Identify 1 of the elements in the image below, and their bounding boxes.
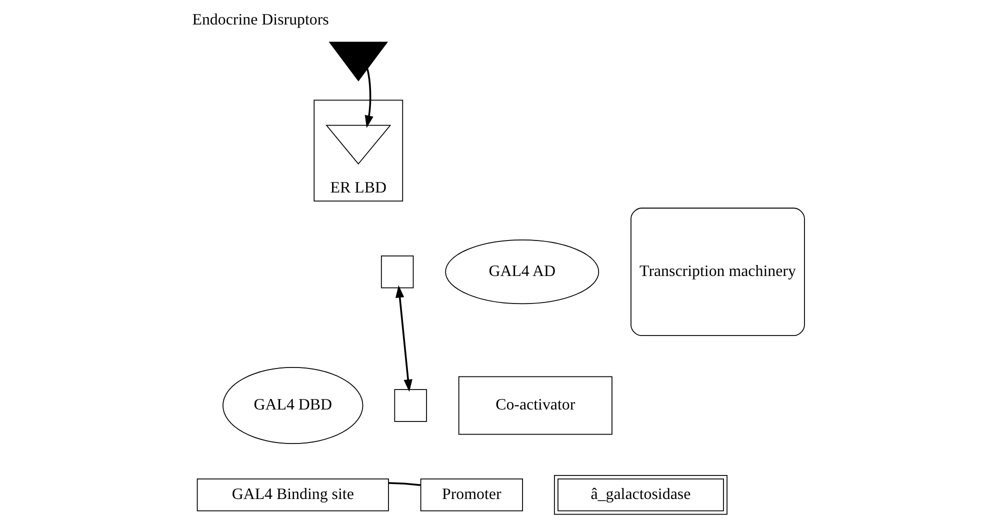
node-label: Endocrine Disruptors: [192, 11, 329, 28]
